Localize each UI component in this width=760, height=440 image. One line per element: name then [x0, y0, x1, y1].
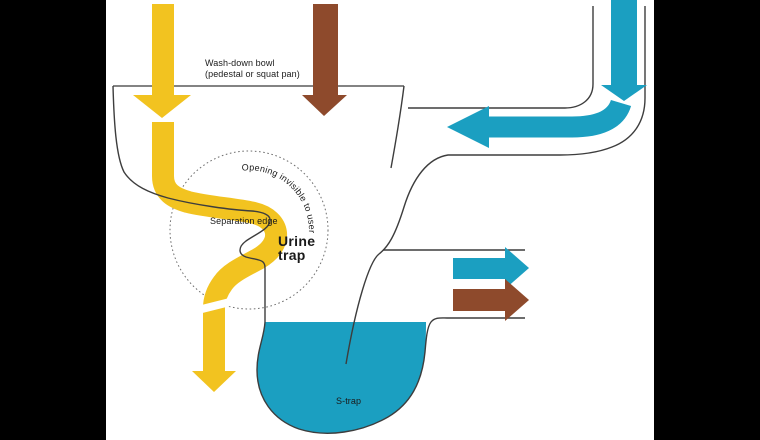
feces-outflow-arrow — [453, 279, 529, 321]
urine-inflow-shaft — [152, 4, 174, 95]
detail-circle-dotted — [169, 150, 329, 310]
feces-outflow-arrowhead — [505, 279, 529, 321]
flush-water-left-arrow — [447, 98, 632, 148]
s-trap-water — [257, 322, 426, 434]
urine-inflow-arrow — [133, 4, 191, 118]
flush-water-left-arrowhead — [447, 106, 489, 148]
feces-inflow-arrow — [302, 4, 347, 116]
feces-inflow-shaft — [313, 4, 338, 95]
flush-water-down-arrow — [601, 0, 647, 101]
bowl-and-trap-outline — [112, 85, 525, 434]
water-outflow-arrow — [453, 247, 529, 289]
stream-gap — [196, 297, 233, 314]
wash-down-bowl-label-line2: (pedestal or squat pan) — [205, 69, 300, 79]
feces-inflow-arrowhead — [302, 95, 347, 116]
water-outflow-shaft — [453, 258, 505, 279]
flush-channel-top-wall — [408, 6, 594, 109]
flush-water-left-shaft — [489, 98, 632, 138]
water-outflow-arrowhead — [505, 247, 529, 289]
separation-edge-label: Separation edge — [210, 216, 278, 226]
urine-trap-label-line2: trap — [278, 247, 306, 263]
s-trap-label: S-trap — [336, 396, 361, 406]
feces-outflow-shaft — [453, 289, 505, 311]
bowl-right-wall — [390, 85, 405, 169]
urine-outflow-arrowhead — [192, 371, 236, 392]
urine-trap-label-line1: Urine — [278, 233, 315, 249]
flush-channel-bottom-wall-and-weir — [345, 6, 646, 365]
wash-down-bowl-label-line1: Wash-down bowl — [205, 58, 275, 68]
urine-inflow-arrowhead — [133, 95, 191, 118]
flush-water-down-arrowhead — [601, 85, 647, 101]
flush-water-down-shaft — [611, 0, 637, 85]
